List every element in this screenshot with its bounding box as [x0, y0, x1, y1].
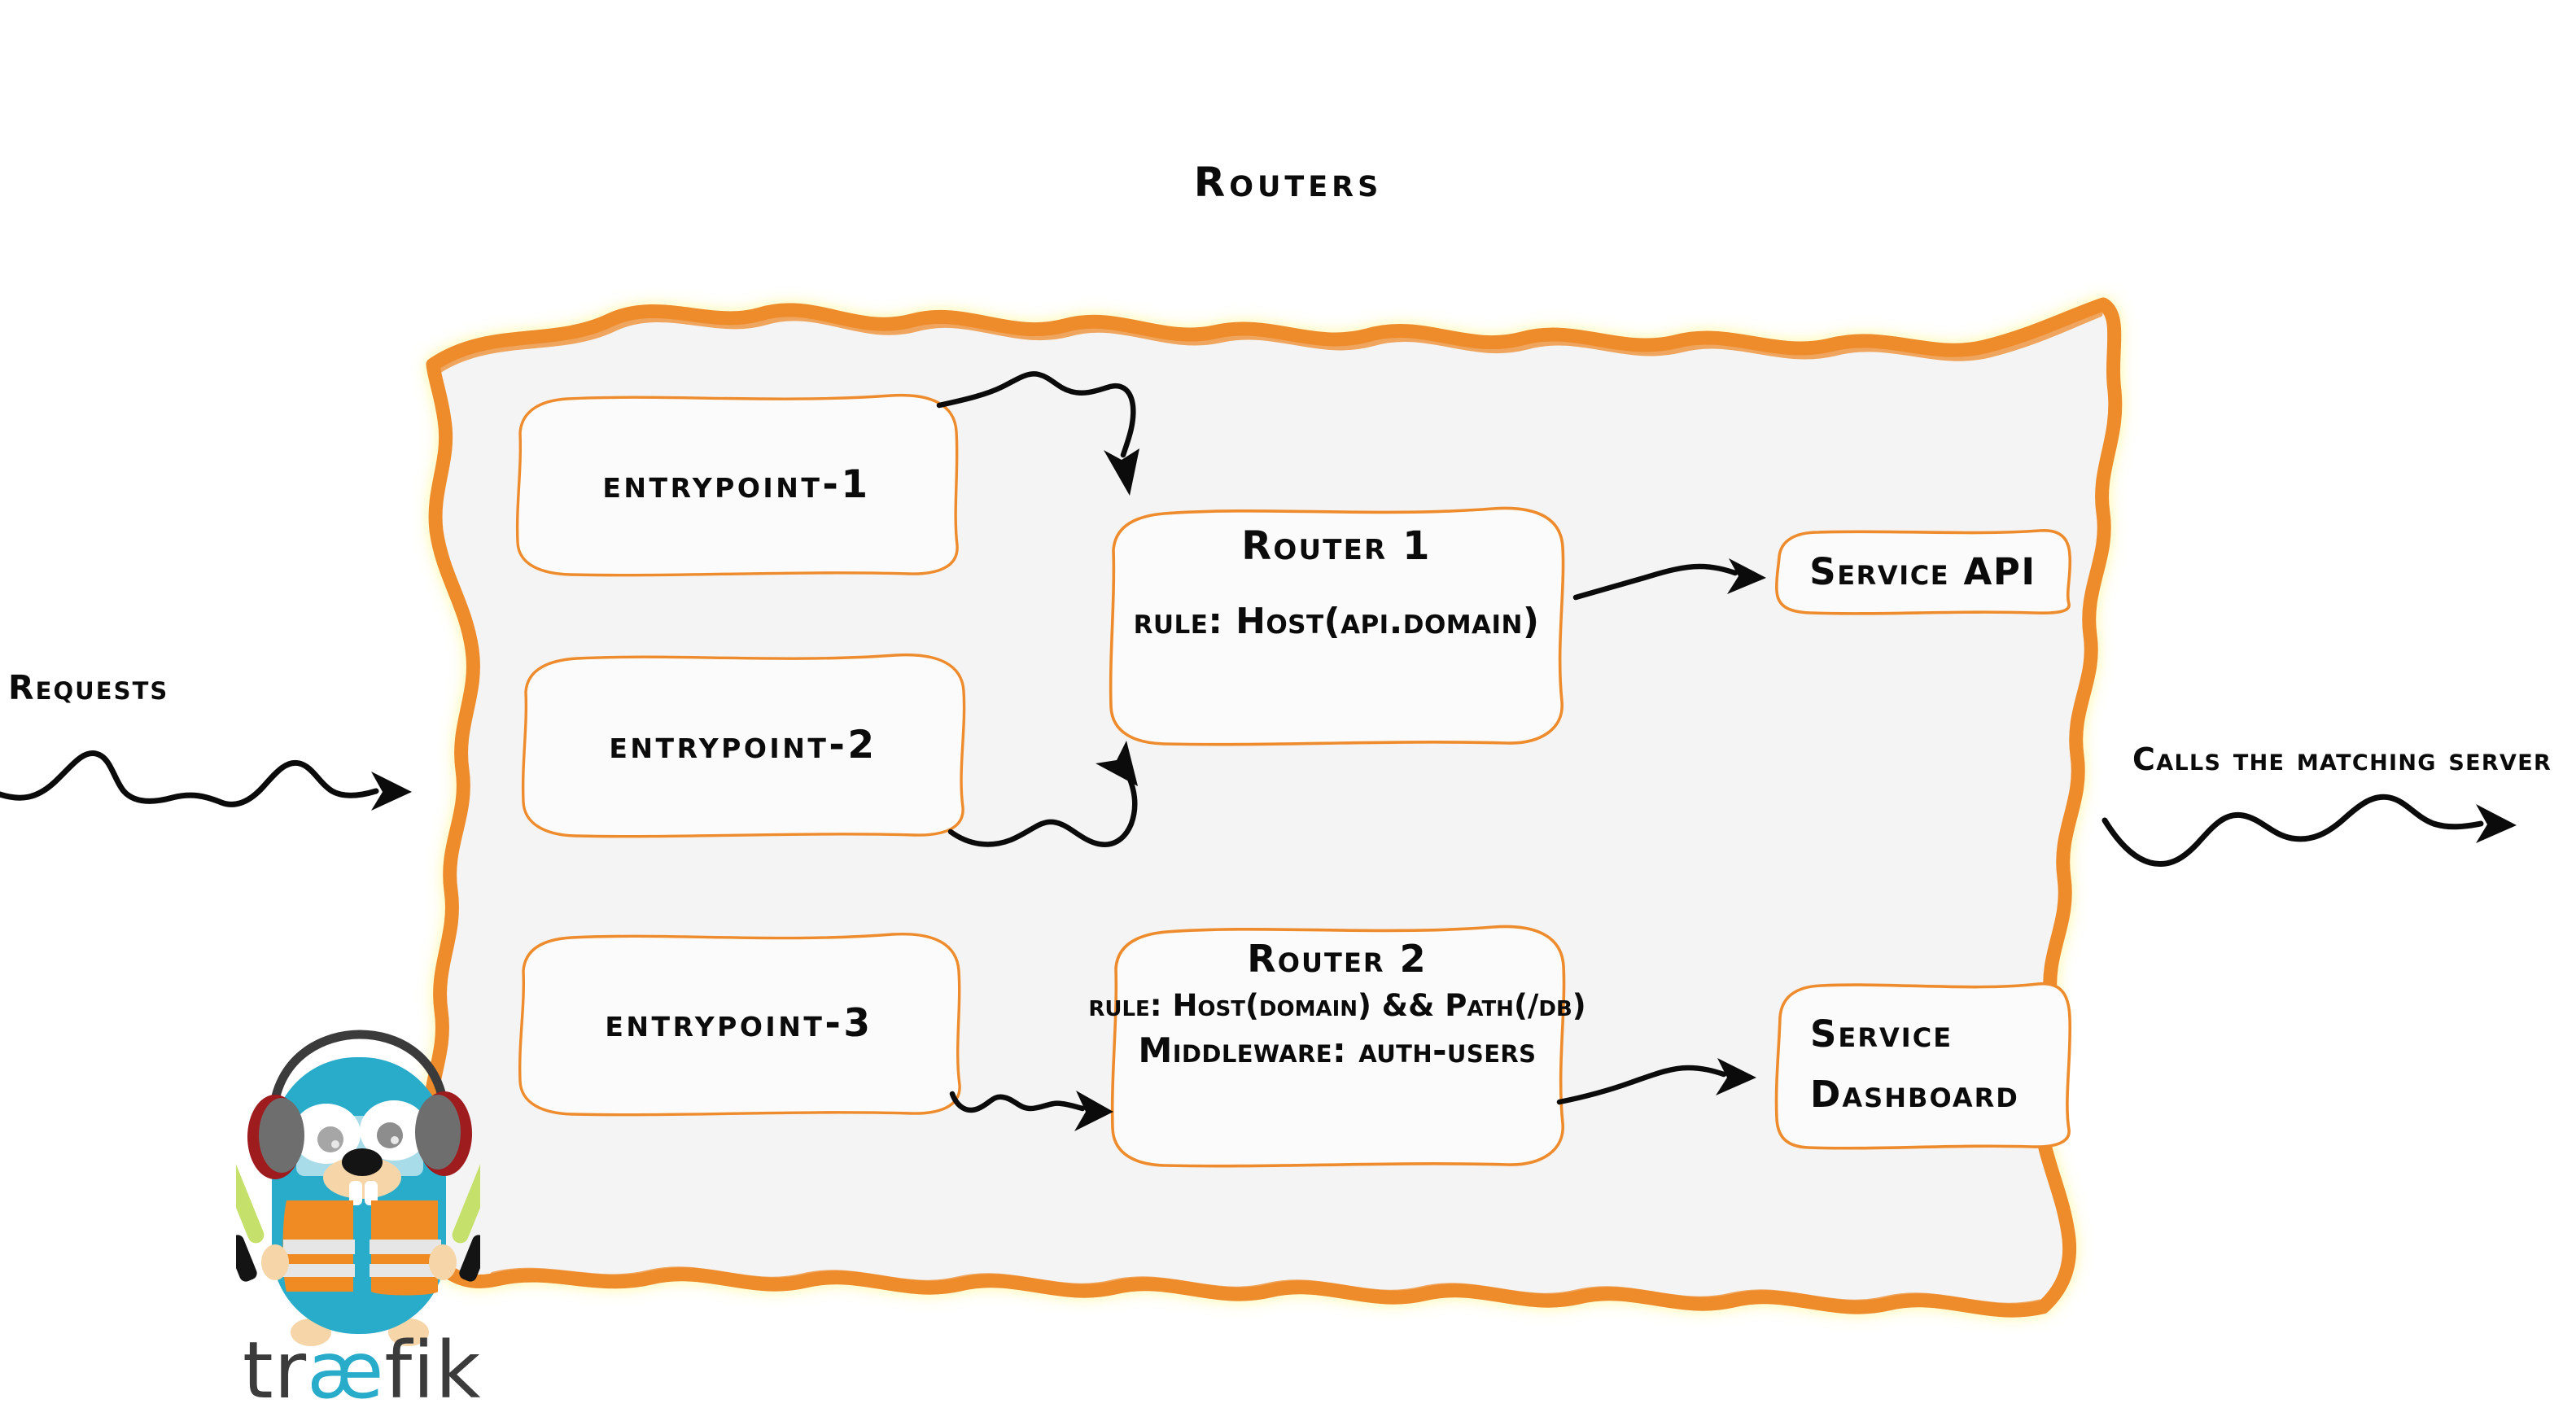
- router-rule-2: rule: Host(domain) && Path(/db): [1088, 987, 1586, 1023]
- service-card-dashboard[interactable]: Service Dashboard: [1771, 978, 2075, 1151]
- hand-left: [261, 1244, 289, 1280]
- pupil-left: [317, 1126, 343, 1152]
- entrypoint-card-border: [521, 653, 966, 838]
- arrow-router1-to-service-api: [1572, 558, 1766, 601]
- requests-caption: Requests: [8, 668, 169, 707]
- entrypoint-label-2: entrypoint-2: [609, 722, 877, 767]
- router-card-2[interactable]: Router 2 rule: Host(domain) && Path(/db)…: [1088, 920, 1586, 1174]
- page-title: Routers: [1193, 159, 1383, 206]
- arrow-entrypoint1-to-router1: [936, 371, 1139, 496]
- entrypoint-card-border: [518, 932, 961, 1117]
- entrypoint-card-2[interactable]: entrypoint-2: [515, 651, 971, 840]
- entrypoint-card-border: [515, 393, 959, 577]
- arrow-requests-to-container: [0, 750, 412, 811]
- traefik-logo: træfik: [236, 1030, 480, 1408]
- service-label-dashboard-line2: Dashboard: [1810, 1073, 2019, 1116]
- wordmark-suffix: fik: [384, 1325, 480, 1408]
- wordmark-prefix: tr: [243, 1325, 307, 1408]
- pupil-right: [377, 1122, 403, 1148]
- service-label-dashboard-line1: Service: [1810, 1012, 1953, 1056]
- router-title-2: Router 2: [1247, 937, 1428, 981]
- entrypoint-label-1: entrypoint-1: [602, 461, 871, 507]
- calls-server-caption: Calls the matching server: [2132, 741, 2552, 777]
- entrypoint-card-1[interactable]: entrypoint-1: [509, 391, 964, 579]
- wordmark-ligature: æ: [307, 1325, 384, 1408]
- router-middleware-2: Middleware: auth-users: [1138, 1030, 1537, 1071]
- headphone-ear-right: [415, 1091, 472, 1176]
- tooth-right: [365, 1181, 378, 1205]
- service-card-border: [1774, 982, 2072, 1150]
- service-card-api[interactable]: Service API: [1771, 527, 2075, 617]
- router-card-border: [1109, 506, 1565, 746]
- marshalling-wand-right: [452, 1152, 480, 1282]
- headphone-ear-left: [247, 1095, 304, 1179]
- service-label-api: Service API: [1809, 550, 2036, 594]
- safety-vest: [282, 1200, 441, 1296]
- router-card-border: [1110, 925, 1566, 1168]
- entrypoint-card-3[interactable]: entrypoint-3: [511, 929, 967, 1118]
- arrow-container-to-server: [2101, 794, 2517, 867]
- service-card-border: [1775, 529, 2072, 615]
- marshalling-wand-left: [236, 1152, 265, 1282]
- hand-right: [429, 1244, 457, 1280]
- tooth-left: [349, 1181, 362, 1205]
- headphone-band: [269, 1030, 449, 1114]
- arrow-router2-to-service-dashboard: [1556, 1058, 1756, 1105]
- router-title-1: Router 1: [1241, 523, 1432, 569]
- arrow-entrypoint2-to-router1: [947, 741, 1138, 847]
- muzzle: [323, 1157, 401, 1199]
- arrow-entrypoint3-to-router2: [949, 1091, 1113, 1131]
- router-rule-1: rule: Host(api.domain): [1133, 601, 1540, 643]
- traefik-wordmark: træfik: [243, 1325, 480, 1408]
- entrypoint-label-3: entrypoint-3: [605, 1000, 873, 1046]
- router-card-1[interactable]: Router 1 rule: Host(api.domain): [1100, 500, 1572, 752]
- nose: [342, 1148, 383, 1176]
